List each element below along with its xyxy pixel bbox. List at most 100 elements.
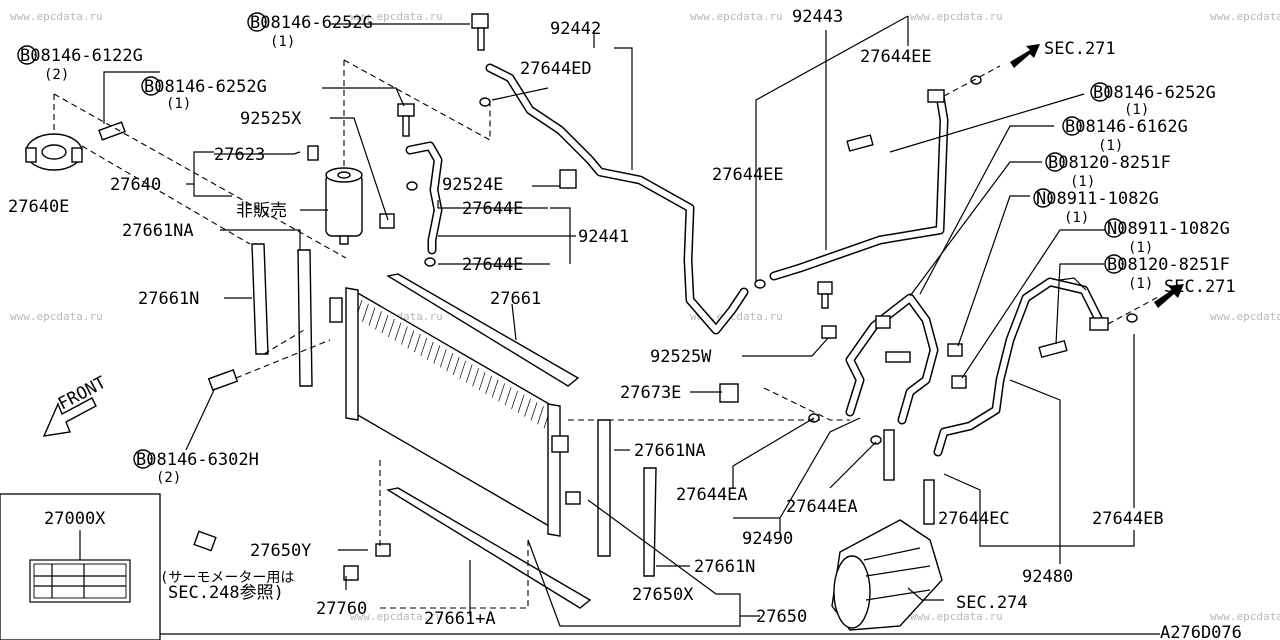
watermark: www.epcdata.ru	[690, 10, 783, 23]
label-27661n-right: 27661N	[694, 557, 755, 577]
pipe-92490	[845, 293, 939, 425]
label-27661na-top: 27661NA	[122, 221, 194, 241]
callout-c4: B08146-6252G	[1093, 83, 1216, 103]
condenser-fin	[433, 345, 441, 364]
label-27661n-left: 27661N	[138, 289, 199, 309]
condenser-fin	[485, 375, 492, 394]
label-sec248: SEC.248参照)	[168, 583, 284, 603]
seal-27661na-left	[251, 243, 269, 355]
condenser-fin	[498, 383, 505, 402]
seal-strip-27661a	[386, 487, 592, 609]
label-92443: 92443	[792, 7, 843, 27]
callout-c7: N08911-1082G	[1036, 189, 1159, 209]
watermark: www.epcdata.ru	[350, 610, 443, 623]
condenser-core	[345, 287, 561, 537]
connector	[875, 315, 891, 329]
seal-27661n-right	[643, 467, 657, 577]
stud	[883, 429, 895, 481]
callout-c3-qty: (1)	[166, 96, 191, 112]
marker-circles	[17, 12, 1124, 469]
watermark: www.epcdata.ru	[10, 310, 103, 323]
callout-c5-qty: (1)	[1098, 138, 1123, 154]
label-27650y: 27650Y	[250, 541, 311, 561]
drawing-geometry	[0, 12, 1184, 640]
label-thermo-note: (サーモメーター用は	[160, 570, 294, 586]
callout-c1-qty: (2)	[44, 67, 69, 83]
watermark: www.epcdata.ru	[350, 10, 443, 23]
condenser-fin	[375, 311, 382, 330]
condenser-pipe-stub	[329, 297, 343, 323]
callout-c2: B08146-6252G	[250, 13, 373, 33]
label-92480: 92480	[1022, 567, 1073, 587]
pipe-92441	[405, 141, 443, 255]
watermark: www.epcdata.ru	[910, 610, 1003, 623]
label-92490: 92490	[742, 529, 793, 549]
label-27644ed: 27644ED	[520, 59, 592, 79]
connector	[1089, 317, 1109, 331]
callout-c4-qty: (1)	[1124, 102, 1149, 118]
callout-c7-qty: (1)	[1064, 210, 1089, 226]
callout-c8: N08911-1082G	[1107, 219, 1230, 239]
callout-c9-qty: (1)	[1128, 276, 1153, 292]
watermark: www.epcdata.ru	[1210, 10, 1280, 23]
label-27760: 27760	[316, 599, 367, 619]
label-27661a: 27661+A	[424, 609, 496, 629]
callout-c8-qty: (1)	[1128, 240, 1153, 256]
callout-c6-qty: (1)	[1070, 174, 1095, 190]
pipe-92443	[769, 91, 949, 281]
label-27644eb: 27644EB	[1092, 509, 1164, 529]
pipe-92442	[485, 63, 749, 335]
condenser-fin	[401, 326, 408, 345]
label-sec271-top: SEC.271	[1044, 39, 1116, 59]
label-not-sold: 非販売	[236, 201, 287, 221]
condenser-fin	[530, 402, 538, 421]
arrow-sec271-mid	[1154, 284, 1184, 308]
arrow-sec271-top	[1010, 44, 1040, 68]
label-92524e: 92524E	[442, 175, 503, 195]
alignment-lines	[53, 59, 1161, 609]
condenser-fin	[420, 337, 428, 357]
seal-strip-27661	[386, 273, 580, 387]
pipe-92480	[933, 277, 1105, 457]
label-27644ee-top: 27644EE	[860, 47, 932, 67]
callout-c2-qty: (1)	[270, 34, 295, 50]
label-92525x: 92525X	[240, 109, 302, 129]
label-27644e-2: 27644E	[462, 255, 523, 275]
condenser-fin	[511, 390, 518, 410]
stud	[923, 479, 935, 525]
condenser-fin	[472, 368, 480, 387]
condenser-pipe-stub	[551, 435, 569, 453]
receiver-drier-27640	[307, 145, 363, 245]
label-box-27000x	[0, 493, 161, 640]
callout-c5: B08146-6162G	[1065, 117, 1188, 137]
label-27644ea-1: 27644EA	[676, 485, 748, 505]
label-27623: 27623	[214, 145, 265, 165]
label-27644ee-mid: 27644EE	[712, 165, 784, 185]
watermark: www.epcdata.ru	[1210, 310, 1280, 323]
callout-c10: B08146-6302H	[136, 450, 259, 470]
callout-c1: B08146-6122G	[20, 46, 143, 66]
condenser-fin	[368, 307, 376, 326]
label-27673e: 27673E	[620, 383, 681, 403]
condenser-fin	[491, 379, 499, 398]
condenser-fin	[537, 406, 544, 425]
condenser-fin	[414, 334, 421, 353]
drawing-code: A276D076	[1160, 623, 1242, 640]
condenser-fin	[394, 322, 402, 341]
callout-c3: B08146-6252G	[144, 77, 267, 97]
callout-c6: B08120-8251F	[1048, 153, 1171, 173]
watermark: www.epcdata.ru	[690, 310, 783, 323]
watermark: www.epcdata.ru	[910, 10, 1003, 23]
label-27650x: 27650X	[632, 585, 694, 605]
label-27640e: 27640E	[8, 197, 69, 217]
label-27661na-bot: 27661NA	[634, 441, 706, 461]
condenser-fin	[504, 387, 512, 406]
watermark: www.epcdata.ru	[1210, 610, 1280, 623]
compressor-sec274	[831, 519, 943, 631]
leader-lines	[103, 15, 1135, 627]
label-27644ea-2: 27644EA	[786, 497, 858, 517]
seal-27661na-right	[597, 419, 611, 557]
label-27650: 27650	[756, 607, 807, 627]
condenser-pipe-stub	[565, 491, 581, 505]
